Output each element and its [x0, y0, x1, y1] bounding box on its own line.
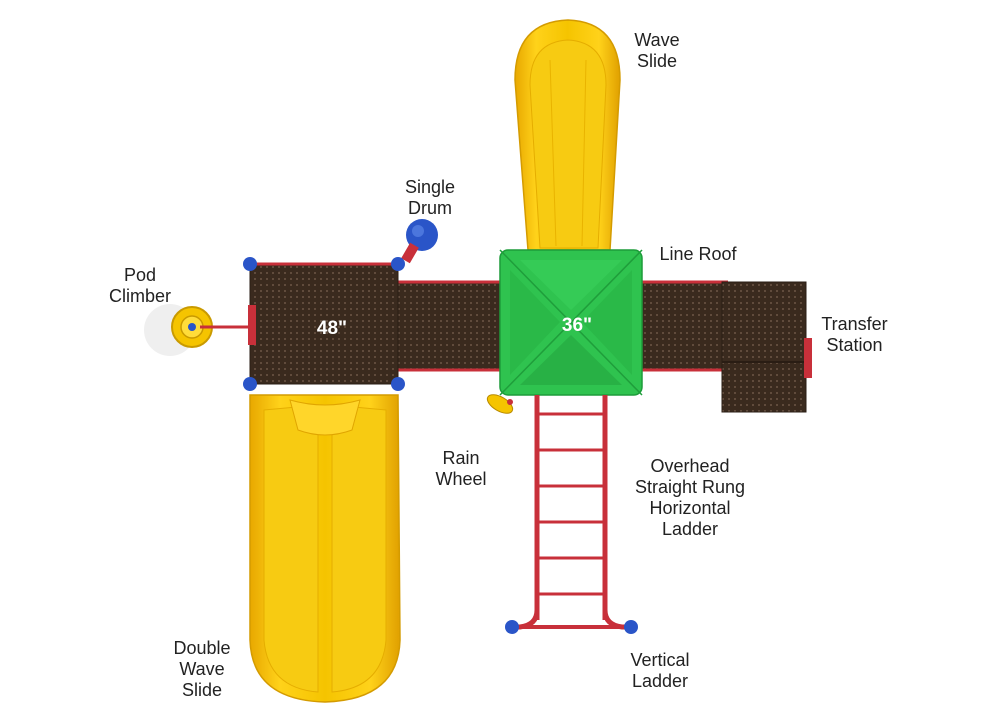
label-single-drum: Single Drum — [404, 177, 456, 218]
label-transfer-station: Transfer Station — [821, 314, 888, 355]
line-roof — [499, 249, 643, 396]
left-deck — [248, 262, 399, 385]
roof-deck-height: 36" — [562, 315, 592, 336]
transfer-station — [721, 281, 812, 413]
rain-wheel — [486, 394, 514, 414]
wave-slide — [514, 19, 621, 251]
left-deck-height: 48" — [317, 318, 347, 339]
vertical-ladder — [505, 609, 638, 634]
label-vertical-ladder: Vertical Ladder — [630, 650, 690, 691]
single-drum — [401, 219, 438, 264]
label-wave-slide: Wave Slide — [634, 30, 680, 71]
overhead-ladder — [534, 395, 608, 620]
walkway-bridge — [395, 280, 728, 372]
double-wave-slide — [249, 394, 401, 703]
label-double-wave-slide: Double Wave Slide — [173, 638, 231, 700]
label-rain-wheel: Rain Wheel — [435, 448, 487, 489]
label-pod-climber: Pod Climber — [108, 265, 171, 306]
pod-climber — [144, 304, 250, 356]
label-overhead-ladder: Overhead Straight Rung Horizontal Ladder — [634, 456, 746, 539]
label-line-roof: Line Roof — [659, 244, 737, 264]
post-clamps — [243, 257, 405, 391]
